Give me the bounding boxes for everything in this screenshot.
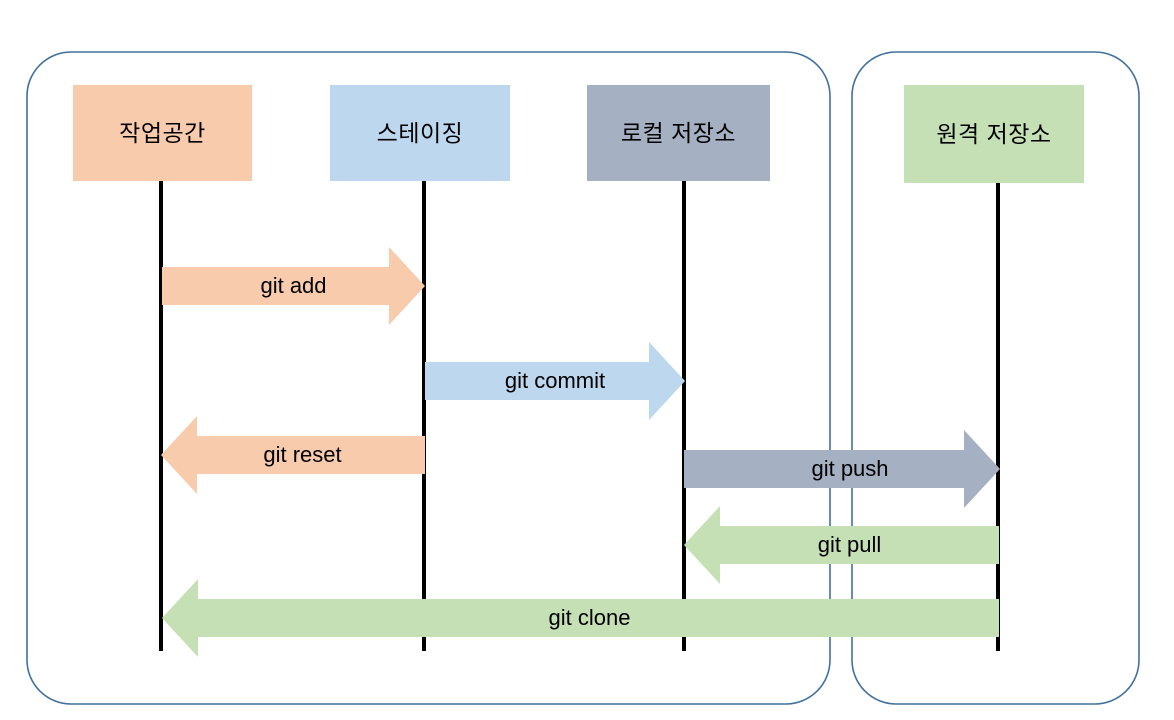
node-label-staging: 스테이징 (376, 119, 464, 146)
arrow-label-git-push: git push (811, 456, 889, 481)
node-local-repository[interactable]: 로컬 저장소 (587, 85, 770, 181)
arrow-shape-git-clone[interactable] (162, 579, 999, 657)
node-rect-workspace (73, 85, 252, 181)
container-remote-group (851, 51, 1140, 705)
arrow-label-git-add: git add (260, 273, 327, 298)
node-rect-remote (904, 85, 1084, 183)
node-rect-local (587, 85, 770, 181)
arrow-label-git-pull: git pull (817, 532, 882, 557)
node-rects (73, 85, 1084, 183)
arrow-shape-git-push[interactable] (684, 430, 1000, 508)
arrow-shape-git-pull[interactable] (684, 506, 999, 584)
arrow-label-git-clone: git clone (548, 605, 631, 630)
arrow-shape-git-add[interactable] (162, 247, 425, 325)
node-staging[interactable]: 스테이징 (330, 85, 510, 181)
message-arrows (161, 247, 1000, 657)
container-local-group (26, 51, 831, 705)
group-containers (26, 51, 1140, 705)
node-label-local-repository: 로컬 저장소 (620, 119, 737, 146)
lifelines (159, 181, 1000, 651)
node-remote-repository[interactable]: 원격 저장소 (904, 85, 1084, 183)
arrow-label-git-reset: git reset (263, 442, 342, 467)
arrow-shape-git-commit[interactable] (425, 342, 685, 420)
node-label-workspace: 작업공간 (119, 119, 206, 146)
node-workspace[interactable]: 작업공간 (73, 85, 252, 181)
node-label-remote-repository: 원격 저장소 (936, 120, 1052, 147)
node-rect-staging (330, 85, 510, 181)
arrow-shape-git-reset[interactable] (161, 416, 425, 494)
arrow-label-git-commit: git commit (504, 368, 606, 393)
